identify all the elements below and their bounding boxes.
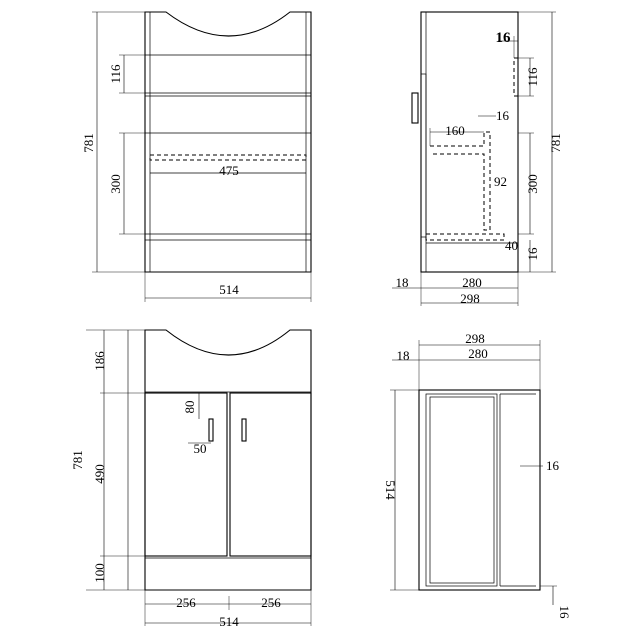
front-inner-width-dim-label: 475: [219, 163, 239, 178]
door-view-outline: [144, 329, 312, 591]
front-width-dim-label: 514: [219, 282, 239, 297]
door-width-dim-label: 514: [219, 614, 239, 629]
door-handle-length-label: 50: [194, 441, 207, 456]
plan-view: 298 18 280 514 16 16: [383, 331, 572, 619]
door-height-dim-label: 781: [70, 450, 85, 470]
side-height-dim-label: 781: [548, 133, 563, 153]
front-rail-dim-label: 116: [108, 64, 123, 84]
left-door-handle: [208, 418, 214, 442]
side-door-thickness-top-label: 16: [496, 30, 512, 46]
door-top-dim-label: 186: [92, 351, 107, 371]
front-view-shelf-hidden: [149, 154, 307, 161]
side-view-rail-hidden: [513, 57, 518, 97]
plan-panel-label: 16: [546, 458, 560, 473]
side-depth-total-label: 298: [460, 291, 480, 306]
plan-width-label: 514: [383, 480, 398, 500]
side-view-outline: [420, 11, 519, 273]
left-door: [144, 392, 228, 557]
side-view-base-hidden: [425, 233, 505, 241]
side-door-thickness-label: 18: [396, 275, 409, 290]
plan-depth-inner-label: 280: [468, 346, 488, 361]
side-depth-inner-label: 280: [462, 275, 482, 290]
side-shelf-depth-label: 160: [445, 123, 465, 138]
front-gap-dim-label: 300: [108, 174, 123, 194]
side-rail-dim-label: 116: [525, 67, 540, 87]
plan-depth-total-label: 298: [465, 331, 485, 346]
right-door-handle: [241, 418, 247, 442]
side-plinth-label: 40: [505, 238, 518, 253]
right-door: [229, 392, 312, 557]
side-upright-label: 92: [494, 174, 507, 189]
plan-view-outline: [418, 389, 541, 591]
door-plinth-dim-label: 100: [92, 563, 107, 583]
side-gap-dim-label: 300: [525, 174, 540, 194]
side-view: 16 116 160 16 92 300 40 16 781 18 2: [392, 11, 563, 306]
door-doors-dim-label: 490: [92, 464, 107, 484]
plan-view-door-panel: [425, 393, 498, 587]
door-handle-offset-label: 80: [182, 401, 197, 414]
door-view: 80 50 781 186 490 100 256 256 514: [70, 329, 312, 629]
front-view: 781 116 300 475 514: [81, 11, 312, 302]
plan-base-label: 16: [557, 606, 572, 620]
side-base-label: 16: [525, 247, 540, 261]
plan-view-inner-panel: [429, 396, 495, 584]
side-view-shelf-hidden: [430, 131, 491, 231]
door-left-width-label: 256: [176, 595, 196, 610]
side-view-handle: [411, 92, 419, 124]
front-height-dim-label: 781: [81, 133, 96, 153]
side-rail-depth-label: 16: [496, 108, 510, 123]
front-view-outline: [144, 11, 312, 273]
door-right-width-label: 256: [261, 595, 281, 610]
side-view-door-edge: [420, 73, 427, 238]
plan-door-thickness-label: 18: [397, 348, 410, 363]
